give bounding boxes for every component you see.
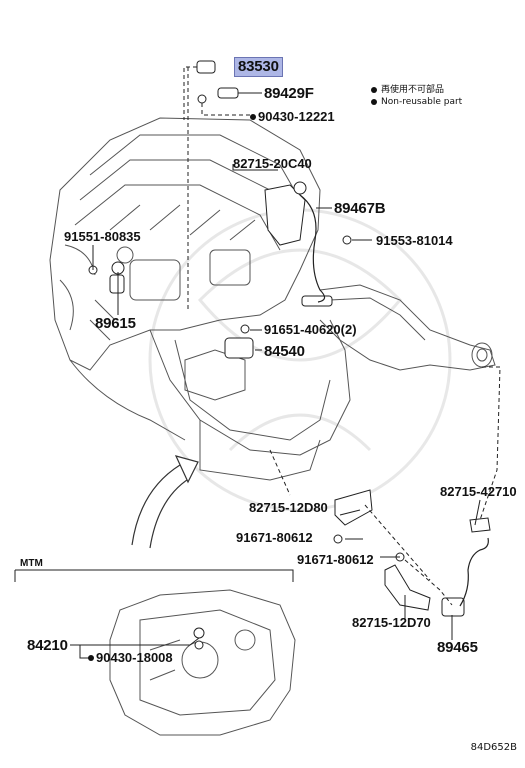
part-label-91651-40620[interactable]: 91651-40620(2) [264, 322, 357, 337]
part-label-84540[interactable]: 84540 [264, 343, 305, 360]
part-label-82715-12d70[interactable]: 82715-12D70 [352, 615, 431, 630]
leader-lines-dashed [183, 66, 501, 606]
assembly-arrow [131, 455, 199, 549]
part-label-82715-42710[interactable]: 82715-42710 [440, 484, 517, 499]
part-label-89467b[interactable]: 89467B [334, 200, 386, 217]
legend-text-jp: 再使用不可部品 [381, 85, 445, 95]
section-label-mtm: MTM [20, 558, 43, 569]
part-label-89465[interactable]: 89465 [437, 639, 478, 656]
legend-row-en: Non-reusable part [371, 96, 462, 108]
part-label-84210[interactable]: 84210 [27, 637, 68, 654]
part-label-90430-12221[interactable]: 90430-12221 [258, 109, 335, 124]
transmission-sketch [109, 589, 296, 736]
part-label-82715-12d80[interactable]: 82715-12D80 [249, 500, 328, 515]
mtm-bracket [14, 569, 294, 582]
non-reusable-dot-icon [371, 87, 377, 93]
part-label-89429f[interactable]: 89429F [264, 85, 314, 102]
engine-sketch [49, 117, 351, 481]
part-label-90430-18008[interactable]: 90430-18008 [96, 650, 173, 665]
legend-row-jp: 再使用不可部品 [371, 84, 462, 96]
small-parts [88, 60, 491, 650]
non-reusable-dot-icon [250, 113, 256, 120]
part-label-83530[interactable]: 83530 [234, 57, 283, 77]
part-label-91671-80612-b[interactable]: 91671-80612 [297, 552, 374, 567]
part-label-89615[interactable]: 89615 [95, 315, 136, 332]
part-label-91671-80612-a[interactable]: 91671-80612 [236, 530, 313, 545]
wires [299, 194, 489, 607]
part-row-90430-18008: 90430-18008 [88, 651, 173, 664]
part-label-82715-20c40[interactable]: 82715-20C40 [233, 156, 312, 171]
non-reusable-dot-icon [371, 99, 377, 105]
part-label-91551-80835[interactable]: 91551-80835 [64, 229, 141, 244]
diagram-id: 84D652B [470, 742, 517, 753]
leader-lines [70, 92, 481, 659]
part-label-91553-81014[interactable]: 91553-81014 [376, 233, 453, 248]
part-row-90430-12221: 90430-12221 [250, 110, 335, 123]
non-reusable-dot-icon [88, 654, 94, 661]
legend: 再使用不可部品 Non-reusable part [371, 84, 462, 108]
legend-text-en: Non-reusable part [381, 97, 463, 107]
